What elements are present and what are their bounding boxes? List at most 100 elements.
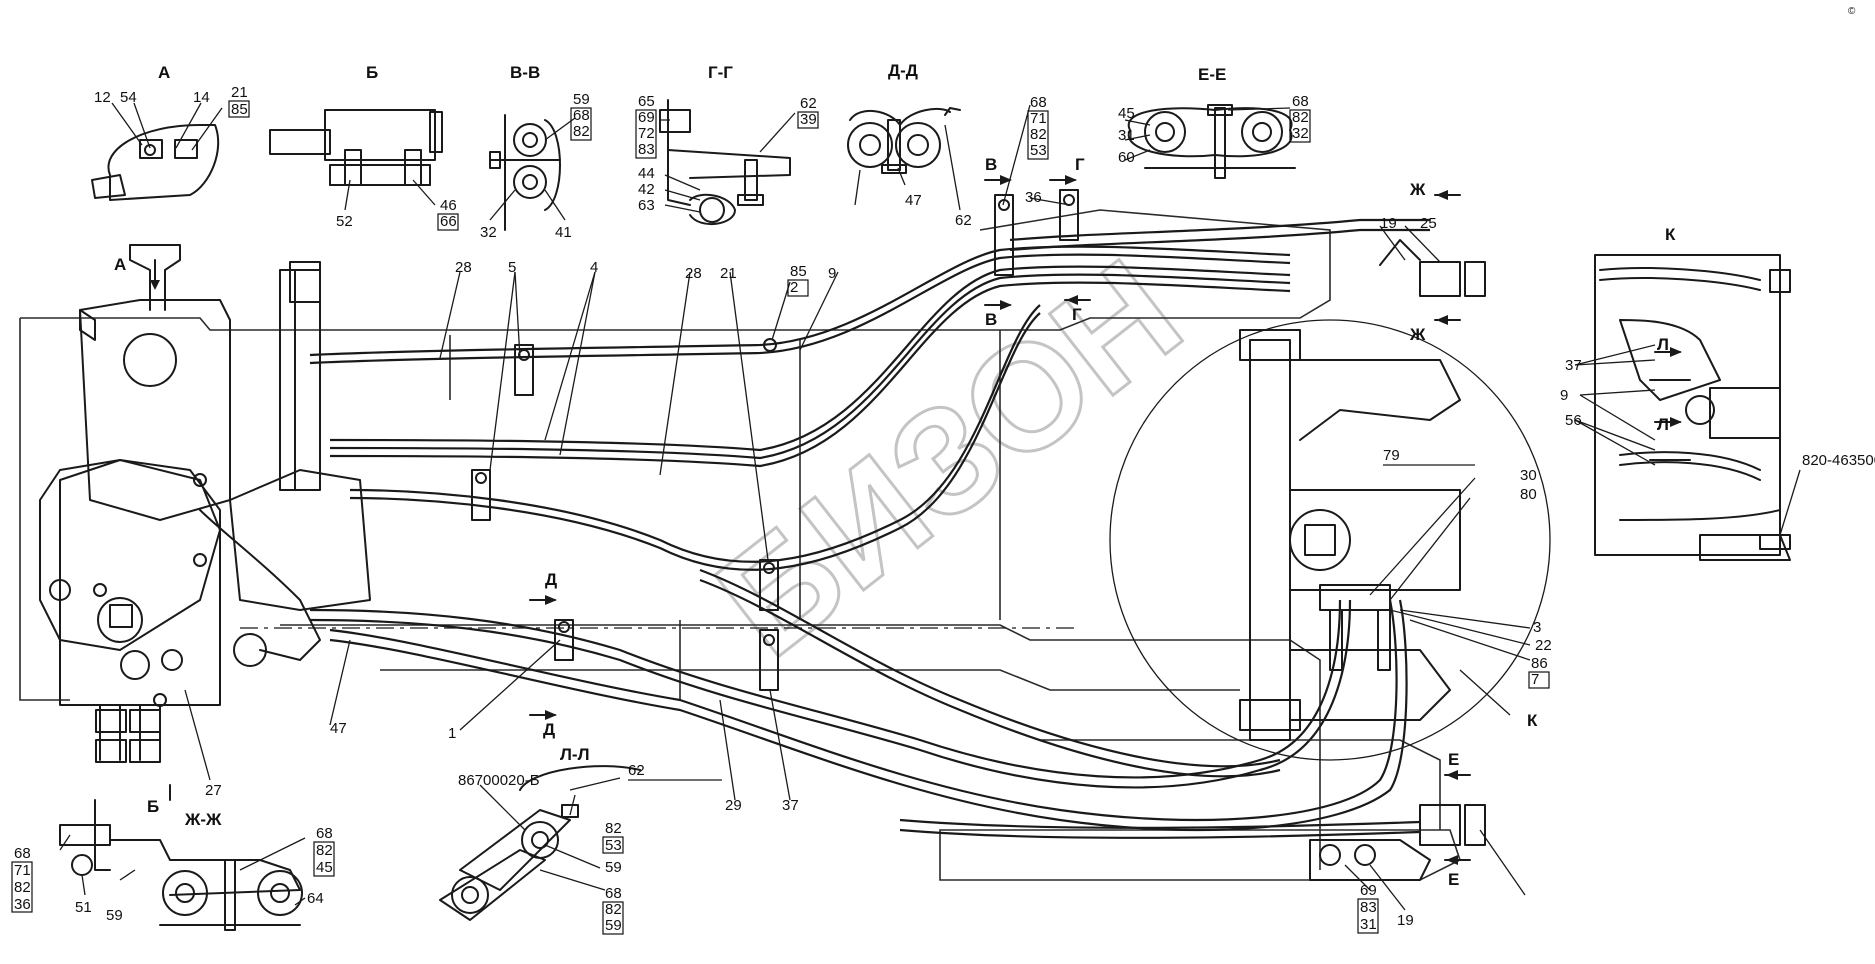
callout-9: 37 [1565, 357, 1582, 374]
callout-1: 27 [205, 782, 222, 799]
callout-28: 5 [508, 259, 516, 276]
callout-68c: 71 [1030, 110, 1047, 127]
leader-lines [59, 102, 1801, 911]
clamps [471, 189, 1079, 691]
svg-text:В: В [985, 310, 997, 329]
callout-45b: 64 [307, 890, 324, 907]
title-zhzh: Ж-Ж [184, 810, 222, 829]
detail-k [1594, 254, 1791, 561]
callout-82d: 53 [605, 837, 622, 854]
callout-59b: 68 [605, 885, 622, 902]
detail-dd [847, 107, 961, 174]
detail-ll [439, 765, 641, 921]
title-b: Б [366, 63, 378, 82]
callout-56: 820-4635005 [1802, 452, 1875, 469]
detail-ee [1127, 104, 1296, 179]
callout-42: 63 [638, 197, 655, 214]
svg-text:Ж: Ж [1409, 180, 1426, 199]
callout-53: 45 [1118, 105, 1135, 122]
callout-21b: 85 [790, 263, 807, 280]
callout-3: 22 [1535, 637, 1552, 654]
callout-7: 47 [330, 720, 347, 737]
svg-text:Е: Е [1448, 750, 1459, 769]
callout-part-number: 79 [1383, 447, 1400, 464]
callout-59c: 68 [14, 845, 31, 862]
callout-31: 60 [1118, 149, 1135, 166]
svg-text:А: А [114, 255, 126, 274]
svg-text:В: В [985, 155, 997, 174]
callout-44: 42 [638, 181, 655, 198]
callout-59: 59 [573, 91, 590, 108]
callout-64: 69 [1360, 882, 1377, 899]
svg-text:Г: Г [1075, 155, 1085, 174]
callout-83: 83 [638, 141, 655, 158]
detail-vv [489, 114, 561, 231]
corner-mark: © [1848, 6, 1856, 17]
title-dd: Д-Д [888, 61, 918, 80]
title-ll: Л-Л [560, 745, 590, 764]
callout-27: 29 [725, 797, 742, 814]
detail-gg [659, 99, 791, 226]
callout-71d: 82 [14, 879, 31, 896]
callout-82f: 59 [605, 917, 622, 934]
callout-30: 80 [1520, 486, 1537, 503]
svg-text:Л: Л [1657, 415, 1669, 434]
svg-text:Д: Д [545, 570, 557, 589]
callout-69: 69 [638, 109, 655, 126]
callout-72: 72 [638, 125, 655, 142]
callout-82b: 39 [800, 111, 817, 128]
callout-22: 86 [1531, 655, 1548, 672]
callout-41: 41 [555, 224, 572, 241]
svg-text:Л: Л [1657, 335, 1669, 354]
callout-45: 31 [1118, 127, 1135, 144]
svg-text:Б: Б [147, 797, 159, 816]
callout-68c2: 71 [14, 862, 31, 879]
callout-12: 12 [94, 89, 111, 106]
callout-66: 66 [440, 213, 457, 230]
callout-52: 52 [336, 213, 353, 230]
cut-marks [150, 175, 1682, 865]
callout-46: 46 [440, 197, 457, 214]
callout-62: 62 [800, 95, 817, 112]
svg-text:Г: Г [1072, 305, 1082, 324]
callout-19: 25 [1420, 215, 1437, 232]
callout-14: 14 [193, 89, 210, 106]
callout-36: 19 [1380, 215, 1397, 232]
callout-80: 3 [1533, 619, 1541, 636]
callout-2: 9 [828, 265, 836, 282]
callout-51: 59 [106, 907, 123, 924]
callout-82g: 36 [14, 896, 31, 913]
callout-69b: 83 [1360, 899, 1377, 916]
callout-54: 54 [120, 89, 137, 106]
callout-36b: 51 [75, 899, 92, 916]
title-ee: Е-Е [1198, 65, 1226, 84]
callout-85: 85 [231, 101, 248, 118]
callout-68e: 82 [1292, 109, 1309, 126]
callout-83b: 31 [1360, 916, 1377, 933]
callout-32b: 36 [1025, 189, 1042, 206]
rear-fittings [1309, 239, 1486, 881]
callout-68d: 82 [316, 842, 333, 859]
axle-assembly [1239, 329, 1461, 741]
callout-68b: 82 [605, 901, 622, 918]
callout-82h: 45 [316, 859, 333, 876]
callout-60: 68 [1292, 93, 1309, 110]
svg-text:Е: Е [1448, 870, 1459, 889]
hose-bundle-lower [309, 568, 1421, 839]
callout-62d: 82 [605, 820, 622, 837]
cut-mark-letters: А В Г Д Д Е Е Ж Ж В Г Б К Л Л [114, 155, 1669, 889]
callout-9b: 56 [1565, 412, 1582, 429]
detail-k-circle [1109, 319, 1551, 761]
svg-text:К: К [1527, 711, 1538, 730]
callout-37: 9 [1560, 387, 1568, 404]
section-titles: А Б В-В Г-Г Д-Д Е-Е К Л-Л Ж-Ж [158, 61, 1676, 829]
callout-4: 28 [685, 265, 702, 282]
title-gg: Г-Г [708, 63, 733, 82]
callout-79: 30 [1520, 467, 1537, 484]
svg-text:Д: Д [543, 720, 555, 739]
title-k: К [1665, 225, 1676, 244]
callout-47b: 1 [448, 725, 456, 742]
callout-63: 47 [905, 192, 922, 209]
detail-zhzh [59, 799, 303, 931]
